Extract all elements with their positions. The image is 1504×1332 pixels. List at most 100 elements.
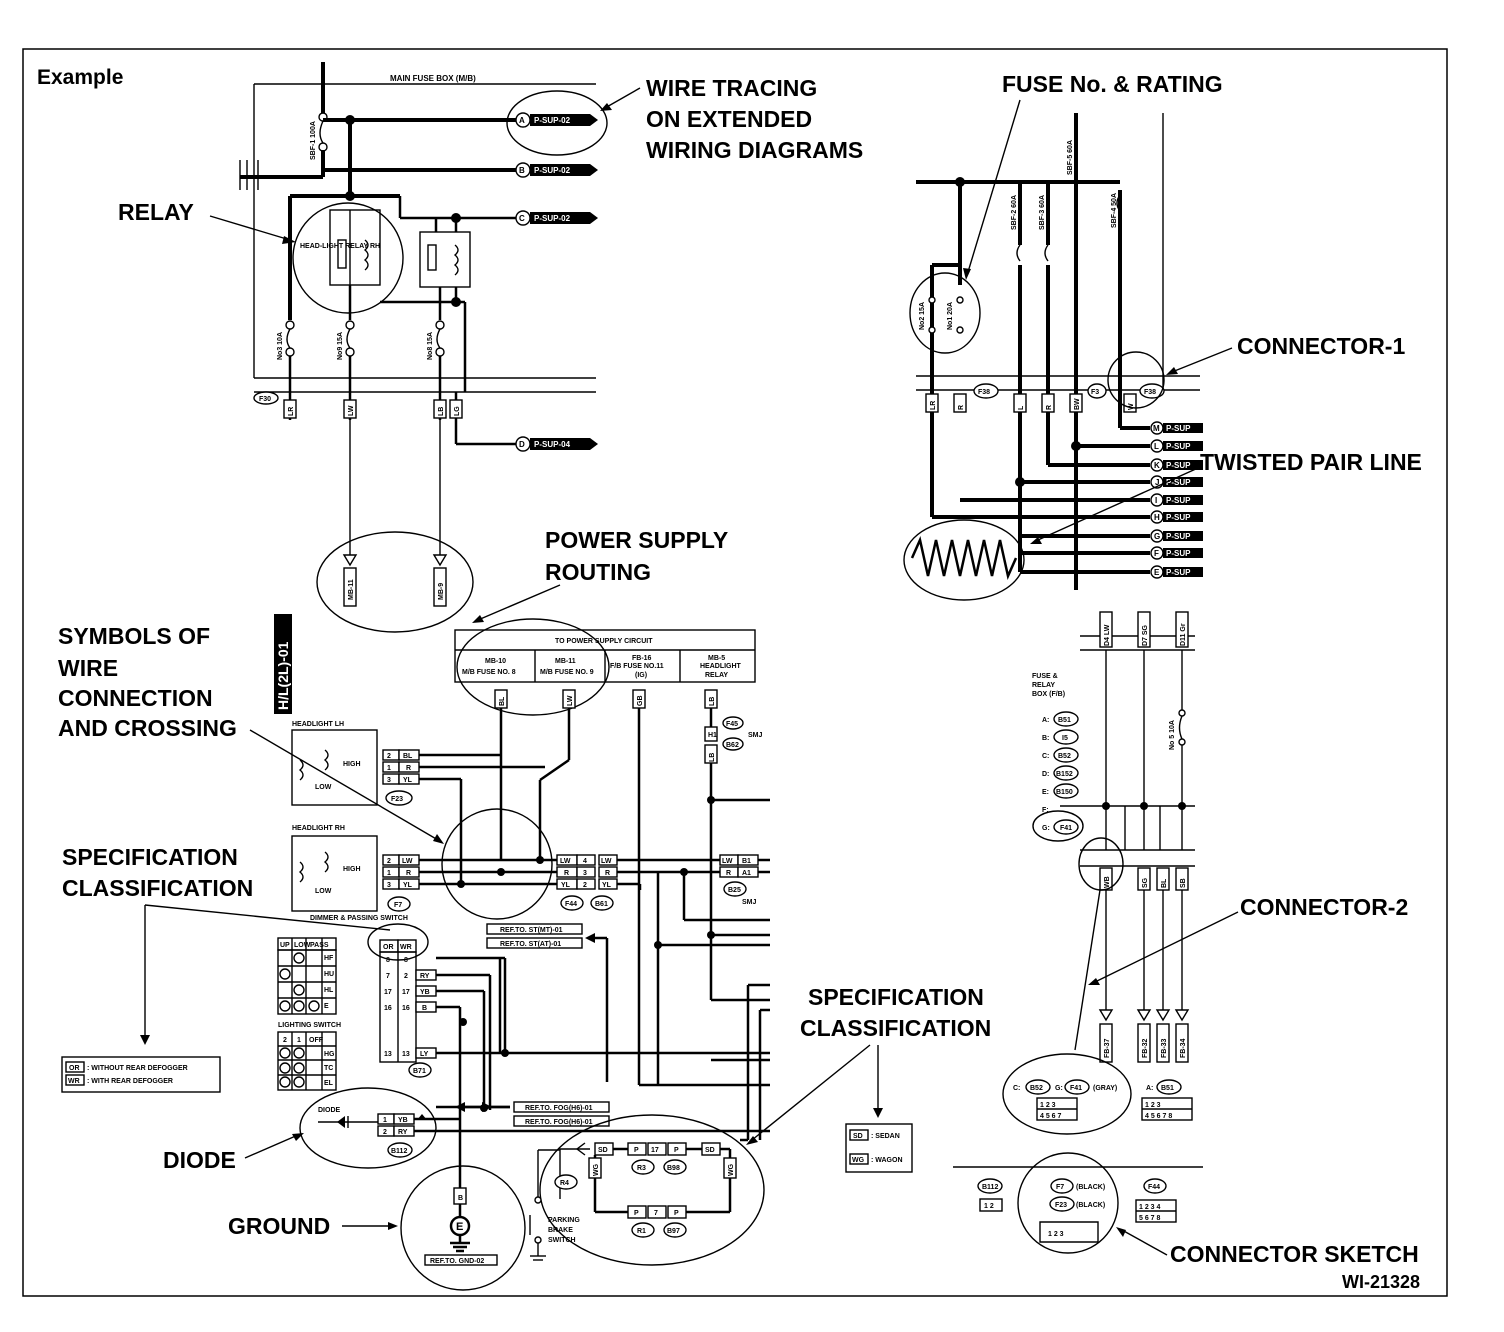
svg-text:WG: WG [728,1163,735,1176]
svg-text:R: R [406,765,411,772]
svg-text:3: 3 [387,777,391,784]
svg-text:SBF-2 60A: SBF-2 60A [1011,195,1018,230]
svg-text:G:: G: [1042,825,1050,832]
svg-text:WR: WR [68,1078,80,1085]
svg-text:(IG): (IG) [635,672,647,679]
svg-text:B52: B52 [1030,1085,1043,1092]
svg-text:WG: WG [852,1157,865,1164]
svg-text:No3 10A: No3 10A [277,332,284,360]
svg-text:D4 LW: D4 LW [1104,624,1111,646]
svg-text:2: 2 [383,1129,387,1136]
wire-tracing-label: WIRE TRACING [646,75,817,101]
svg-text:R4: R4 [560,1180,569,1187]
fuse-relay-box: D4 LW D7 SG D11 Gr No 5 10A FUSE & RELAY… [1032,611,1195,1063]
ground-circuit: B E REF.TO. GND-02 [400,1165,526,1291]
twisted-pair-label: TWISTED PAIR LINE [1200,449,1422,475]
svg-text:17: 17 [402,989,410,996]
svg-text:M/B FUSE NO. 8: M/B FUSE NO. 8 [462,669,516,676]
svg-text:LR: LR [288,407,295,416]
svg-text:F41: F41 [1060,825,1072,832]
headlight-circuits: HEADLIGHT LH HIGH LOW 2 BL 1 R 3 YL F23 … [291,708,770,922]
svg-text:F23: F23 [1055,1202,1067,1209]
svg-text:F23: F23 [391,796,403,803]
svg-text:OFF: OFF [309,1037,324,1044]
svg-text:TC: TC [324,1065,333,1072]
svg-text:1: 1 [387,765,391,772]
svg-text:B98: B98 [667,1165,680,1172]
svg-text:SBF-5 60A: SBF-5 60A [1067,140,1074,175]
svg-text:B97: B97 [667,1228,680,1235]
svg-text:: WITH REAR DEFOGGER: : WITH REAR DEFOGGER [87,1078,173,1085]
svg-text:: WITHOUT REAR DEFOGGER: : WITHOUT REAR DEFOGGER [87,1065,188,1072]
svg-text:P-SUP: P-SUP [1166,496,1191,505]
fuse-rating-label: FUSE No. & RATING [1002,71,1223,97]
svg-text:FB-37: FB-37 [1104,1038,1111,1058]
svg-text:HEAD-LIGHT RELAY RH: HEAD-LIGHT RELAY RH [300,243,380,250]
svg-text:2: 2 [283,1037,287,1044]
legend-defogger: OR : WITHOUT REAR DEFOGGER WR : WITH REA… [61,1056,221,1093]
svg-text:R: R [726,870,731,877]
svg-text:P-SUP: P-SUP [1166,532,1191,541]
svg-text:D:: D: [1042,771,1049,778]
sbf-fuse-group: SBF-5 60A SBF-2 60A SBF-3 60A SBF-4 50A … [903,113,1200,601]
svg-text:HG: HG [324,1051,335,1058]
svg-text:3: 3 [387,882,391,889]
svg-text:8: 8 [404,957,408,964]
svg-text:LIGHTING SWITCH: LIGHTING SWITCH [278,1022,341,1029]
svg-text:PASS: PASS [310,942,329,949]
spec-left-label: SPECIFICATION [62,844,238,870]
sheet-tag [274,614,292,714]
relay-callout-circle [292,202,404,314]
svg-text:LW: LW [560,858,571,865]
svg-text:F7: F7 [1056,1184,1064,1191]
svg-text:D: D [519,440,525,449]
svg-text:WG: WG [593,1163,600,1176]
svg-text:R1: R1 [637,1228,646,1235]
svg-text:P: P [634,1210,639,1217]
diode-circuit: DIODE 1 YB 2 RY B112 REF.TO. FOG(H6)-01 … [299,1087,770,1169]
svg-text:HIGH: HIGH [343,761,361,768]
svg-text:LOW: LOW [315,784,332,791]
svg-text:4 5 6 7: 4 5 6 7 [1040,1113,1062,1120]
svg-text:F: F [1154,549,1159,558]
svg-text:P-SUP-02: P-SUP-02 [534,116,571,125]
svg-text:FB-16: FB-16 [632,655,652,662]
svg-text:F44: F44 [565,901,577,908]
svg-text:LY: LY [420,1051,429,1058]
svg-text:HF: HF [324,955,334,962]
svg-text:H: H [1154,513,1160,522]
svg-text:BOX (F/B): BOX (F/B) [1032,691,1065,698]
svg-text:1: 1 [297,1037,301,1044]
wire-tracing-label-3: WIRING DIAGRAMS [646,137,863,163]
power-supply-label-2: ROUTING [545,559,651,585]
svg-text:No2 15A: No2 15A [919,302,926,330]
svg-text:C:: C: [1042,753,1049,760]
svg-text:BL: BL [1161,878,1168,888]
svg-text:P-SUP: P-SUP [1166,442,1191,451]
svg-text:P-SUP: P-SUP [1166,549,1191,558]
svg-text:1 2 3: 1 2 3 [1145,1102,1161,1109]
svg-text:MB-9: MB-9 [438,583,445,600]
svg-text:E: E [324,1003,329,1010]
svg-text:B150: B150 [1056,789,1073,796]
svg-text:No1 20A: No1 20A [947,302,954,330]
svg-text:YB: YB [420,989,430,996]
svg-text:LB: LB [438,407,445,416]
svg-text:1: 1 [383,1117,387,1124]
svg-text:K: K [1154,461,1160,470]
svg-text:E: E [456,1221,463,1233]
svg-text:EL: EL [324,1080,334,1087]
svg-text:1 2 3 4: 1 2 3 4 [1139,1204,1161,1211]
svg-text:L: L [1018,405,1025,410]
spec-mid-label-2: CLASSIFICATION [800,1015,991,1041]
svg-text:W: W [1128,403,1135,410]
svg-text:YB: YB [398,1117,408,1124]
svg-text:P-SUP-02: P-SUP-02 [534,214,571,223]
connector-1-label: CONNECTOR-1 [1237,333,1405,359]
legend-sedan-wagon: SD : SEDAN WG : WAGON [845,1123,913,1173]
svg-text:7: 7 [654,1210,658,1217]
svg-text:1 2: 1 2 [984,1203,994,1210]
svg-text:SG: SG [1142,877,1149,888]
svg-text:MB-10: MB-10 [485,658,506,665]
svg-text:FUSE &: FUSE & [1032,673,1058,680]
